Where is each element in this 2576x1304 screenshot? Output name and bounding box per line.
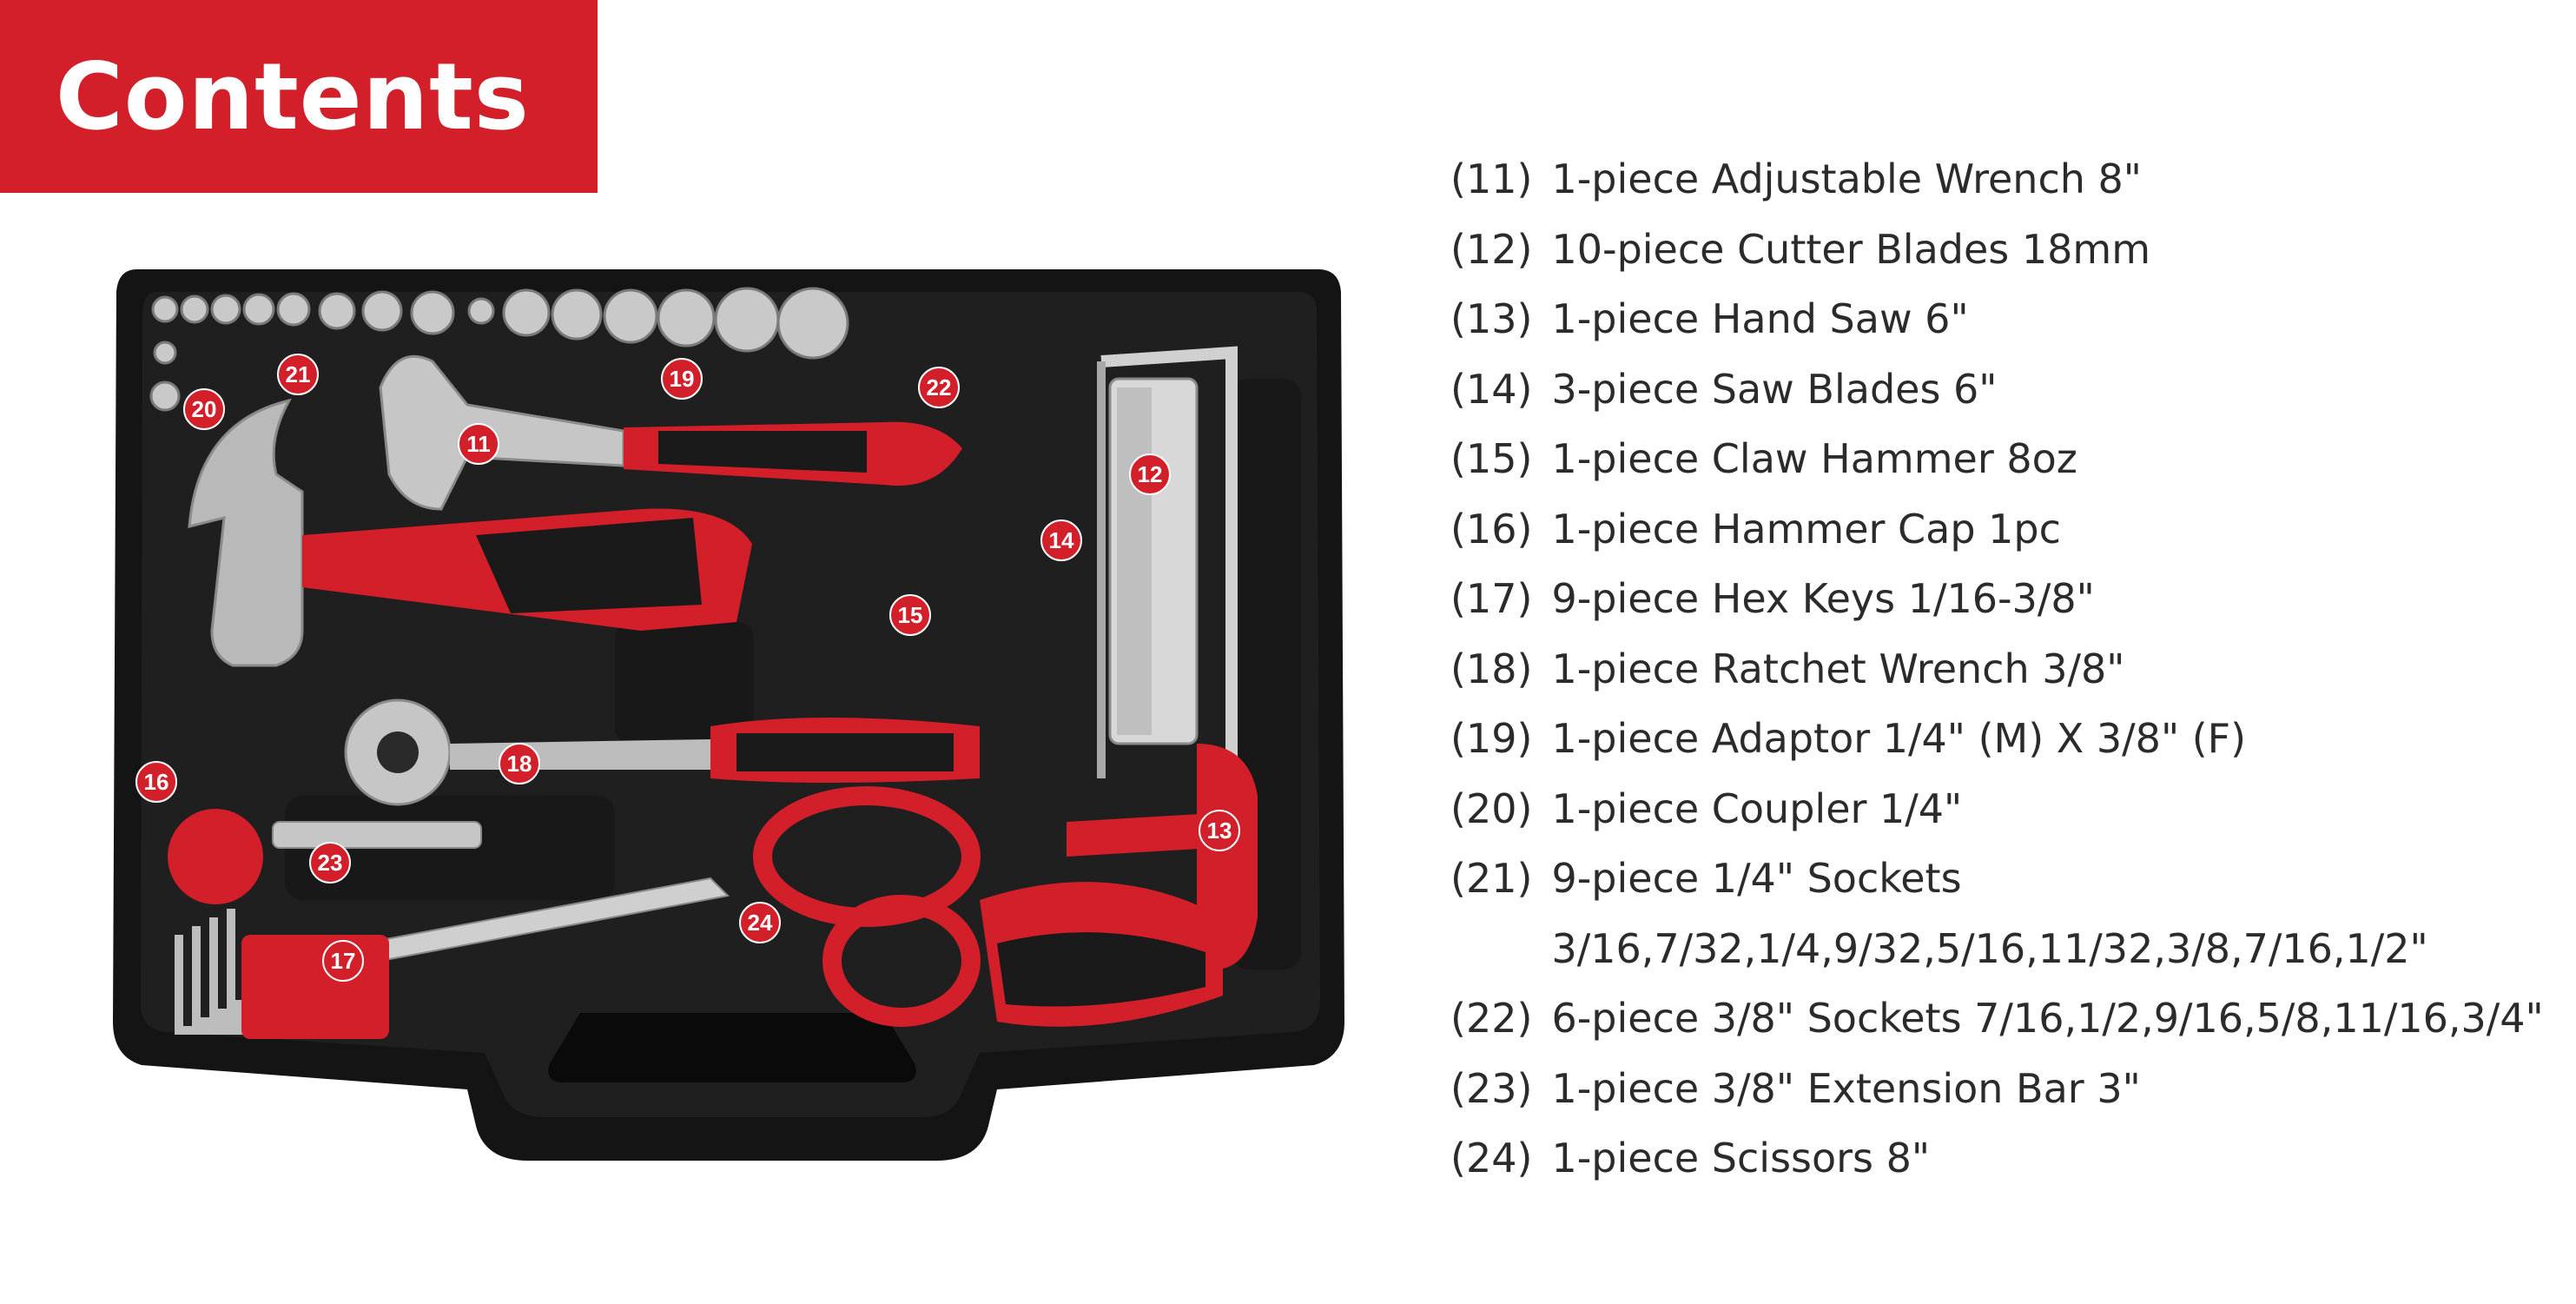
list-item: (23) 1-piece 3/8" Extension Bar 3" [1450, 1054, 2562, 1124]
item-description: 9-piece 1/4" Sockets 3/16,7/32,1/4,9/32,… [1551, 855, 2428, 972]
svg-text:20: 20 [192, 396, 217, 422]
list-item: (15) 1-piece Claw Hammer 8oz [1450, 424, 2562, 494]
claw-hammer [188, 398, 752, 667]
socket-set [149, 287, 849, 412]
list-item: (14) 3-piece Saw Blades 6" [1450, 354, 2562, 425]
list-item: (24) 1-piece Scissors 8" [1450, 1123, 2562, 1194]
badge-24: 24 [739, 902, 781, 943]
badge-14: 14 [1040, 520, 1082, 561]
item-number: (24) [1450, 1135, 1533, 1182]
item-number: (21) [1450, 855, 1533, 902]
item-description: 1-piece Adaptor 1/4" (M) X 3/8" (F) [1551, 715, 2247, 762]
item-number: (15) [1450, 435, 1533, 482]
item-description: 1-piece Coupler 1/4" [1551, 784, 1963, 832]
item-number: (20) [1450, 784, 1533, 832]
list-item: (12) 10-piece Cutter Blades 18mm [1450, 215, 2562, 285]
cutter-knife [1108, 377, 1199, 745]
item-number: (14) [1450, 365, 1533, 413]
svg-text:19: 19 [670, 366, 695, 392]
hand-saw [980, 346, 1258, 1027]
item-number: (22) [1450, 995, 1533, 1042]
list-item: (13) 1-piece Hand Saw 6" [1450, 284, 2562, 354]
badge-22: 22 [918, 367, 960, 408]
badge-19: 19 [661, 358, 703, 400]
item-description: 6-piece 3/8" Sockets 7/16,1/2,9/16,5/8,1… [1551, 995, 2544, 1042]
svg-text:11: 11 [466, 431, 491, 457]
toolkit-case-image: 11 12 13 14 15 16 17 18 19 20 21 22 23 2… [113, 269, 1344, 1161]
badge-20: 20 [183, 388, 225, 430]
item-description: 1-piece Hammer Cap 1pc [1551, 505, 2061, 553]
hex-key-holder [241, 935, 389, 1039]
list-item: (21) 9-piece 1/4" Sockets 3/16,7/32,1/4,9… [1450, 844, 2562, 983]
ratchet-wrench [344, 698, 980, 806]
list-item: (22) 6-piece 3/8" Sockets 7/16,1/2,9/16,5… [1450, 983, 2562, 1054]
svg-text:16: 16 [144, 769, 169, 795]
badge-13: 13 [1199, 810, 1240, 851]
item-description: 9-piece Hex Keys 1/16-3/8" [1551, 575, 2095, 622]
badge-16: 16 [135, 761, 177, 803]
item-description: 1-piece Claw Hammer 8oz [1551, 435, 2077, 482]
item-description: 3-piece Saw Blades 6" [1551, 365, 1998, 413]
svg-text:15: 15 [898, 602, 923, 628]
badge-17: 17 [322, 940, 364, 982]
item-description: 1-piece Adjustable Wrench 8" [1551, 156, 2142, 202]
scissors [360, 786, 981, 1027]
extension-bar [272, 821, 482, 849]
banner-title: Contents [56, 43, 530, 150]
item-number: (23) [1450, 1064, 1533, 1112]
adjustable-wrench [379, 354, 962, 511]
item-number: (11) [1450, 156, 1533, 202]
list-item: (19) 1-piece Adaptor 1/4" (M) X 3/8" (F) [1450, 704, 2562, 774]
item-description: 10-piece Cutter Blades 18mm [1551, 225, 2151, 273]
item-number: (13) [1450, 295, 1533, 342]
contents-banner: Contents [0, 0, 598, 193]
svg-text:13: 13 [1207, 817, 1232, 844]
recess [615, 622, 754, 744]
item-number: (12) [1450, 225, 1533, 273]
item-number: (18) [1450, 645, 1533, 692]
item-number: (16) [1450, 505, 1533, 553]
badge-23: 23 [309, 842, 351, 884]
item-description: 1-piece 3/8" Extension Bar 3" [1551, 1064, 2141, 1112]
item-description: 1-piece Scissors 8" [1551, 1135, 1931, 1182]
list-item: (18) 1-piece Ratchet Wrench 3/8" [1450, 634, 2562, 705]
badge-21: 21 [277, 354, 319, 395]
svg-text:18: 18 [507, 751, 532, 777]
list-item: (16) 1-piece Hammer Cap 1pc [1450, 494, 2562, 565]
item-number: (17) [1450, 575, 1533, 622]
item-description: 1-piece Ratchet Wrench 3/8" [1551, 645, 2125, 692]
badge-18: 18 [499, 743, 540, 784]
svg-text:23: 23 [318, 850, 343, 876]
badge-15: 15 [889, 594, 931, 636]
list-item: (11) 1-piece Adjustable Wrench 8" [1450, 144, 2562, 215]
contents-list: (11) 1-piece Adjustable Wrench 8" (12) 10-… [1450, 144, 2562, 1194]
svg-text:22: 22 [927, 374, 952, 400]
badge-11: 11 [458, 423, 499, 465]
list-item: (17) 9-piece Hex Keys 1/16-3/8" [1450, 564, 2562, 634]
list-item: (20) 1-piece Coupler 1/4" [1450, 774, 2562, 844]
item-description: 1-piece Hand Saw 6" [1551, 295, 1969, 342]
svg-text:24: 24 [748, 910, 773, 936]
svg-text:17: 17 [331, 948, 356, 974]
hammer-cap [168, 809, 263, 904]
svg-text:21: 21 [286, 361, 311, 387]
svg-text:14: 14 [1049, 527, 1074, 553]
item-number: (19) [1450, 715, 1533, 762]
svg-text:12: 12 [1138, 461, 1163, 487]
case-handle [548, 1013, 916, 1082]
badge-12: 12 [1129, 453, 1171, 495]
